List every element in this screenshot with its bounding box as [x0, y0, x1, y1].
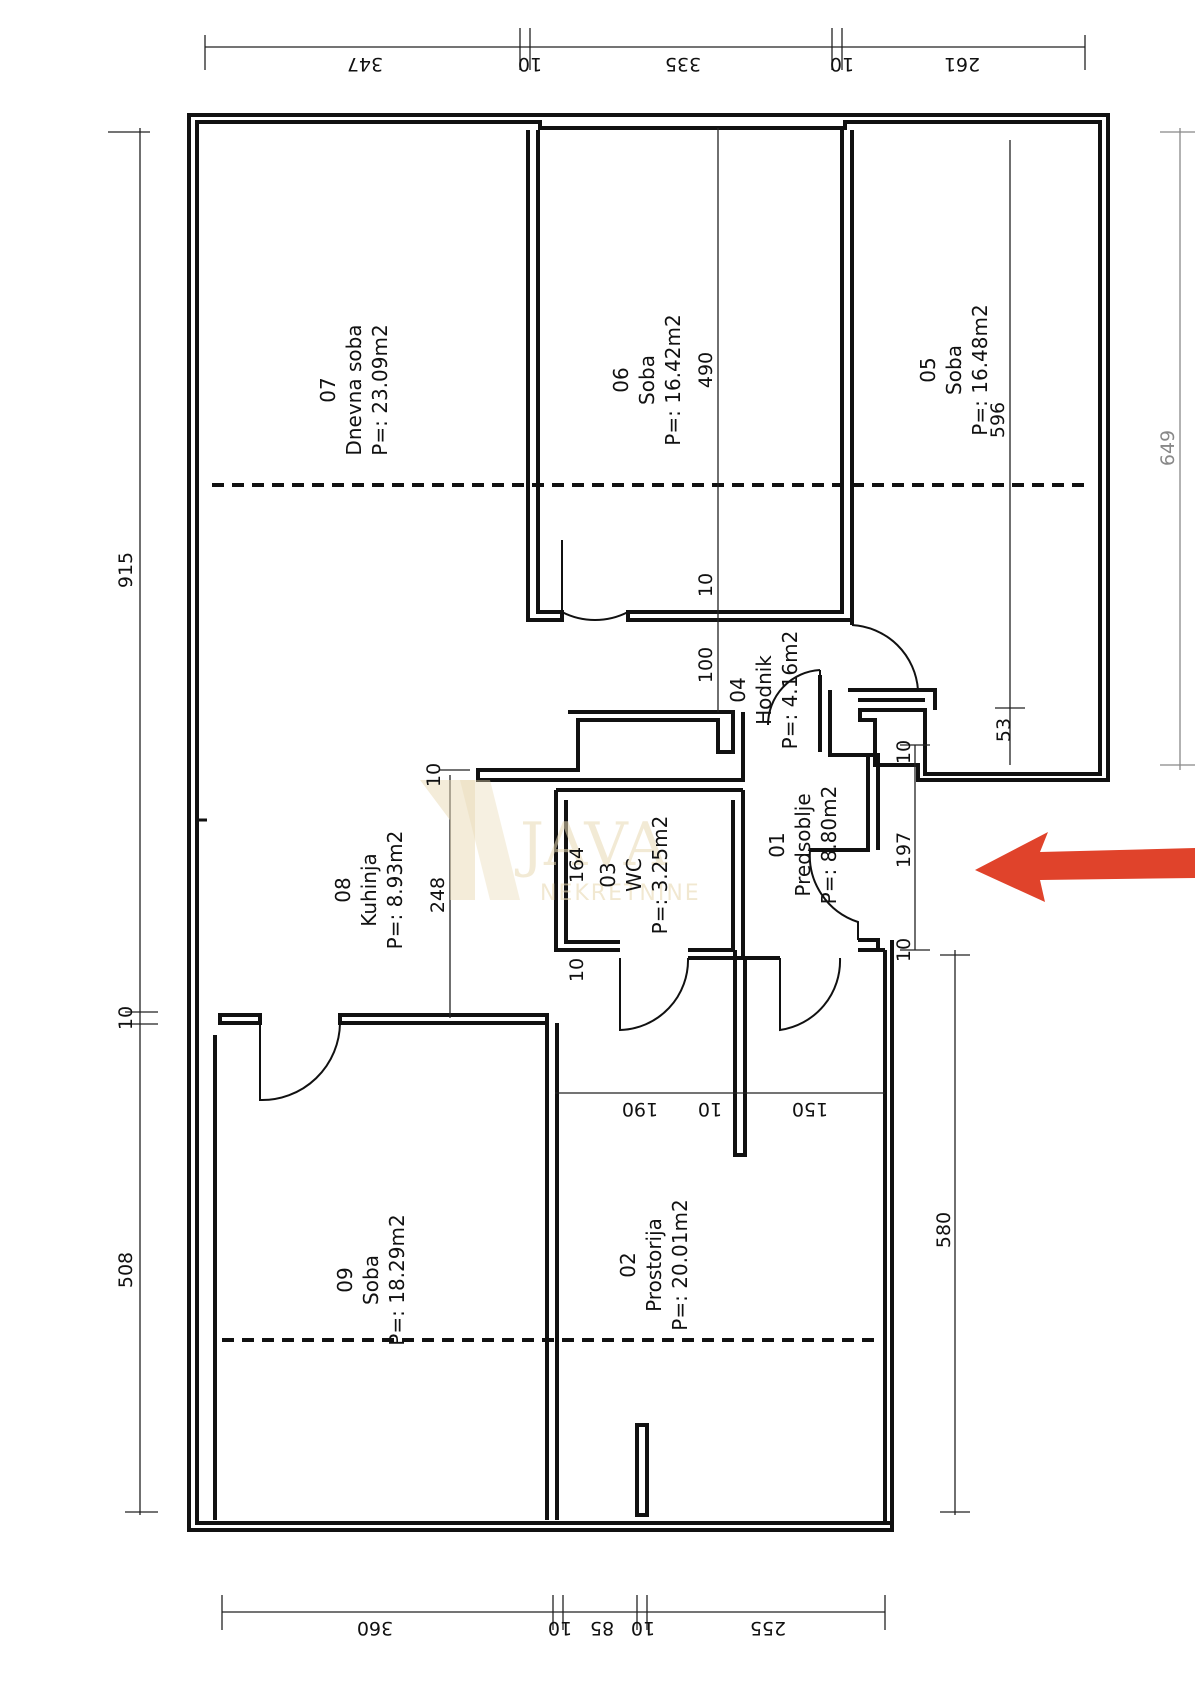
dim-inner-248: 248	[427, 877, 449, 913]
entrance-arrow	[975, 832, 1195, 902]
dim-inner-150: 150	[792, 1098, 828, 1120]
watermark-sub: NEKRETNINE	[540, 881, 701, 906]
dim-inner-190: 190	[622, 1098, 658, 1120]
beam-lines	[212, 483, 1092, 1342]
right-dimension-line	[1160, 128, 1195, 770]
dim-bottom-3: 85	[590, 1617, 614, 1639]
dim-inner-10e: 10	[566, 958, 588, 982]
dim-top-1: 347	[347, 53, 383, 75]
dim-inner-596: 596	[987, 402, 1009, 438]
room-09-label: 09 Soba P=: 18.29m2	[333, 1214, 409, 1345]
room-06-id: 06	[609, 367, 633, 392]
dim-inner-10c: 10	[893, 938, 915, 962]
dim-left-3: 508	[115, 1252, 137, 1288]
outer-walls	[187, 113, 1110, 1532]
room-05-area: P=: 16.48m2	[968, 304, 992, 435]
dim-top-5: 261	[944, 53, 980, 75]
dim-inner-10a: 10	[695, 573, 717, 597]
dim-inner-580: 580	[933, 1212, 955, 1248]
room-04-name: Hodnik	[752, 655, 776, 725]
dim-inner-100: 100	[695, 647, 717, 683]
dim-left-1: 915	[115, 552, 137, 588]
room-09-area: P=: 18.29m2	[385, 1214, 409, 1345]
room-03-id: 03	[596, 862, 620, 887]
dim-left-2: 10	[115, 1006, 137, 1030]
dim-top-3: 335	[665, 53, 701, 75]
dim-inner-490: 490	[695, 352, 717, 388]
room-03-label: 03 WC P=: 3.25m2	[596, 816, 672, 935]
room-06-label: 06 Soba P=: 16.42m2	[609, 314, 685, 445]
top-dimension-line	[204, 28, 1086, 70]
room-02-label: 02 Prostorija P=: 20.01m2	[616, 1199, 692, 1330]
dim-bottom-1: 360	[357, 1617, 393, 1639]
dim-inner-164: 164	[566, 847, 588, 883]
room-06-name: Soba	[635, 355, 659, 405]
room-04-area: P=: 4.16m2	[778, 631, 802, 750]
room-labels: 07 Dnevna soba P=: 23.09m2 06 Soba P=: 1…	[316, 304, 992, 1345]
dimension-labels: 347 10 335 10 261 360 10 85 10 255 915 1…	[115, 53, 1179, 1639]
room-07-area: P=: 23.09m2	[368, 324, 392, 455]
dim-top-2: 10	[518, 53, 542, 75]
room-07-name: Dnevna soba	[342, 324, 366, 455]
dim-bottom-4: 10	[631, 1617, 655, 1639]
bottom-dimension-line	[221, 1595, 886, 1630]
dim-bottom-2: 10	[548, 1617, 572, 1639]
room-06-area: P=: 16.42m2	[661, 314, 685, 445]
left-dimension-line	[108, 128, 158, 1515]
room-04-id: 04	[726, 677, 750, 702]
dim-bottom-5: 255	[750, 1617, 786, 1639]
dim-inner-10f: 10	[698, 1098, 722, 1120]
room-03-area: P=: 3.25m2	[648, 816, 672, 935]
room-07-label: 07 Dnevna soba P=: 23.09m2	[316, 324, 392, 455]
interior-walls	[197, 130, 937, 1520]
room-05-id: 05	[916, 357, 940, 382]
dim-top-4: 10	[830, 53, 854, 75]
watermark: JAVA NEKRETNINE	[420, 780, 701, 906]
dim-inner-197: 197	[893, 832, 915, 868]
room-02-id: 02	[616, 1252, 640, 1277]
dim-right-1: 649	[1157, 430, 1179, 466]
room-03-name: WC	[622, 858, 646, 892]
room-01-id: 01	[765, 832, 789, 857]
watermark-brand: JAVA	[514, 810, 668, 880]
room-09-name: Soba	[359, 1255, 383, 1305]
room-08-id: 08	[331, 877, 355, 902]
room-09-id: 09	[333, 1267, 357, 1292]
room-08-area: P=: 8.93m2	[383, 831, 407, 950]
room-07-id: 07	[316, 377, 340, 402]
room-02-area: P=: 20.01m2	[668, 1199, 692, 1330]
dim-inner-10b: 10	[893, 740, 915, 764]
room-05-name: Soba	[942, 345, 966, 395]
room-05-label: 05 Soba P=: 16.48m2	[916, 304, 992, 435]
interior-dimension-lines	[440, 128, 1025, 1515]
room-01-area: P=: 8.80m2	[817, 786, 841, 905]
room-08-name: Kuhinja	[357, 853, 381, 927]
dim-inner-53: 53	[993, 718, 1015, 742]
dim-inner-10d: 10	[423, 763, 445, 787]
room-08-label: 08 Kuhinja P=: 8.93m2	[331, 831, 407, 950]
room-04-label: 04 Hodnik P=: 4.16m2	[726, 631, 802, 750]
room-01-label: 01 Predsoblje P=: 8.80m2	[765, 786, 841, 905]
room-01-name: Predsoblje	[791, 793, 815, 896]
arrow-icon	[975, 832, 1195, 902]
room-02-name: Prostorija	[642, 1218, 666, 1312]
door-swings	[259, 540, 920, 1102]
